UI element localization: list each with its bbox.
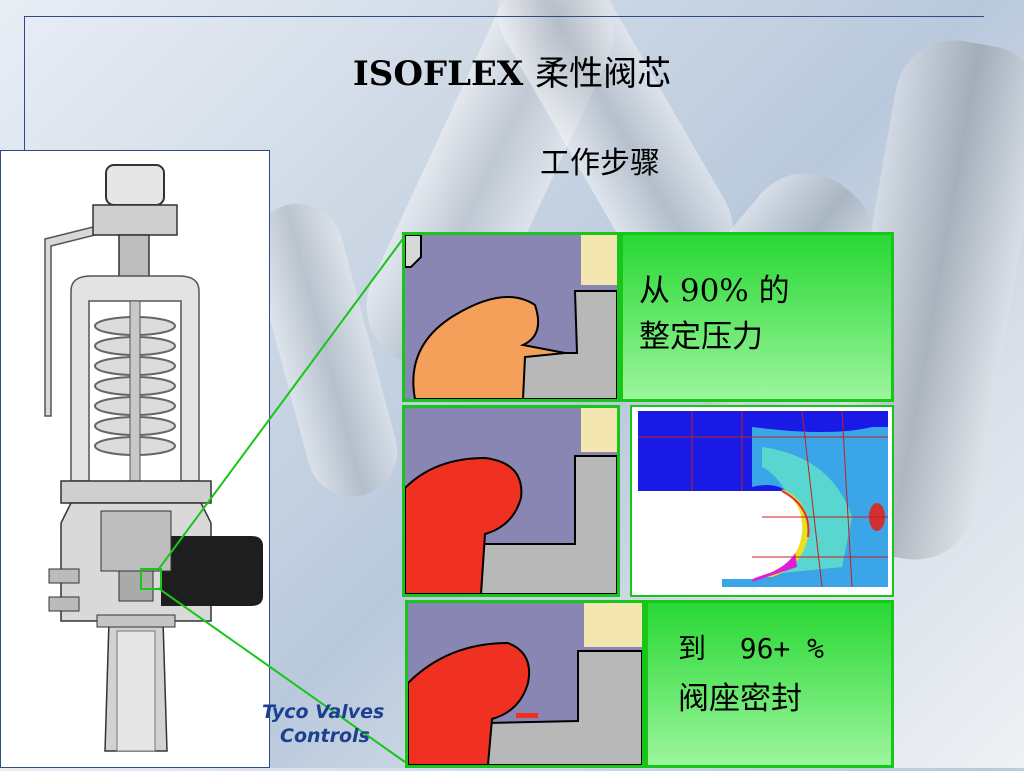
step2-seal-shape <box>405 456 523 594</box>
valve-cutaway-panel <box>0 150 270 768</box>
step3-detail-image <box>405 600 645 768</box>
title-chinese: 柔性阀芯 <box>535 54 672 94</box>
fea-icon <box>638 410 888 588</box>
step3-line1: 到 96+ % <box>678 632 825 665</box>
company-logo: Tyco Valves Controls <box>262 700 384 748</box>
slide-subtitle: 工作步骤 <box>540 146 660 181</box>
step3-seal-shape <box>408 641 530 765</box>
logo-line1: Tyco Valves <box>262 701 385 723</box>
step3-line2: 阀座密封 <box>678 681 802 717</box>
step1-text-box: 从 90% 的 整定压力 <box>620 232 894 402</box>
frame-top-line <box>24 16 984 17</box>
step1-seal-shape <box>412 296 566 399</box>
valve-icon <box>44 164 263 752</box>
step2-detail-image <box>402 405 620 597</box>
step1-line2: 整定压力 <box>639 319 763 355</box>
slide-title: ISOFLEX 柔性阀芯 <box>0 46 1024 95</box>
step1-detail-image <box>402 232 620 402</box>
title-latin: ISOFLEX <box>352 54 524 94</box>
logo-line2: Controls <box>280 725 370 747</box>
step1-line1: 从 90% 的 <box>639 273 790 309</box>
frame-left-line <box>24 16 25 151</box>
step3-text-box: 到 96+ % 阀座密封 <box>645 600 894 768</box>
step2-fea-plot <box>630 405 894 597</box>
